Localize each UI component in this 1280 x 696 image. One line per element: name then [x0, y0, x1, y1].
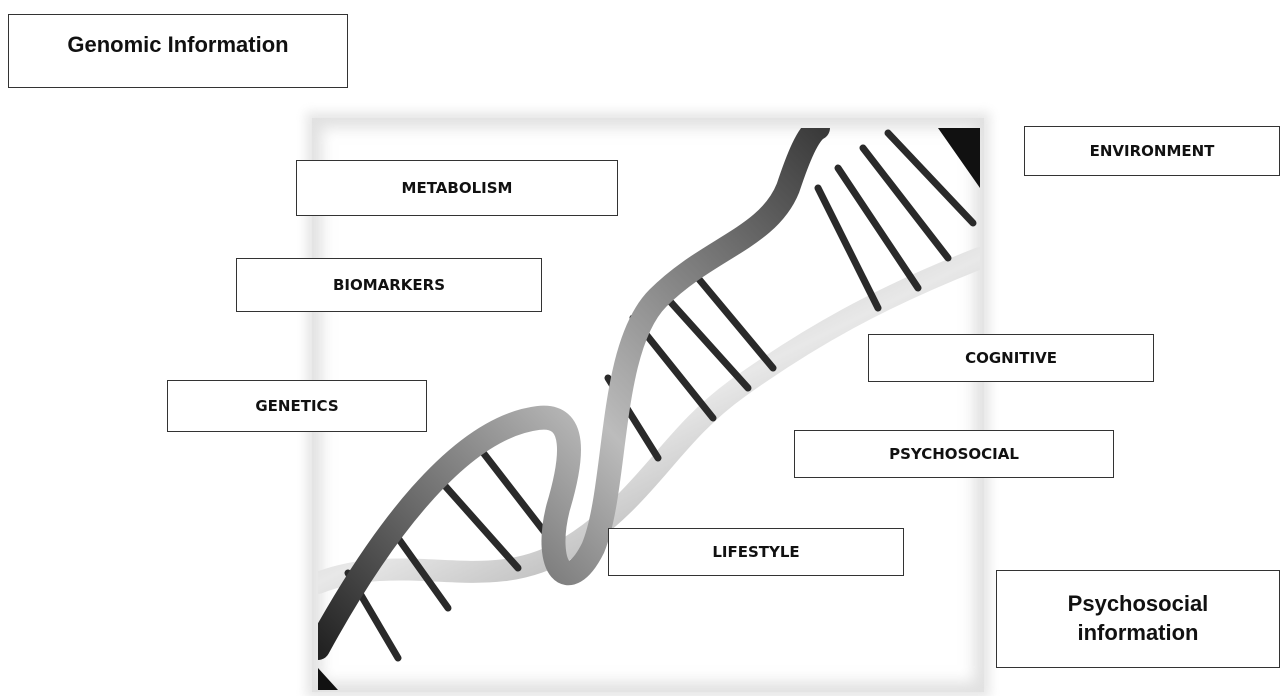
psychosocial-label: PSYCHOSOCIAL: [794, 430, 1114, 478]
lifestyle-label: LIFESTYLE: [608, 528, 904, 576]
genomic-information-text: Genomic Information: [67, 31, 288, 72]
psychosocial-text: PSYCHOSOCIAL: [889, 445, 1019, 463]
genomic-information-label: Genomic Information: [8, 14, 348, 88]
genetics-text: GENETICS: [255, 397, 338, 415]
biomarkers-text: BIOMARKERS: [333, 276, 445, 294]
lifestyle-text: LIFESTYLE: [712, 543, 799, 561]
psychosocial-information-label: Psychosocial information: [996, 570, 1280, 668]
cognitive-label: COGNITIVE: [868, 334, 1154, 382]
cognitive-text: COGNITIVE: [965, 349, 1057, 367]
biomarkers-label: BIOMARKERS: [236, 258, 542, 312]
psychosocial-information-text: Psychosocial information: [1038, 590, 1238, 647]
metabolism-text: METABOLISM: [402, 179, 513, 197]
metabolism-label: METABOLISM: [296, 160, 618, 216]
environment-label: ENVIRONMENT: [1024, 126, 1280, 176]
genetics-label: GENETICS: [167, 380, 427, 432]
environment-text: ENVIRONMENT: [1090, 142, 1215, 160]
